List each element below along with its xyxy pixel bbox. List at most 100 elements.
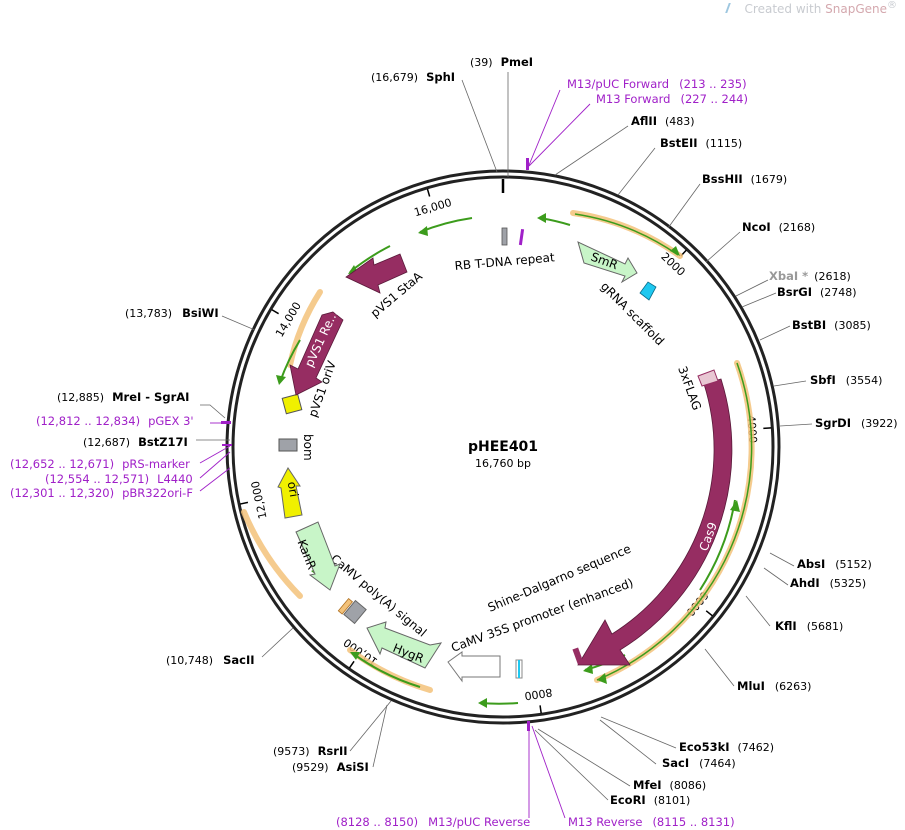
cas9-orf-line — [596, 362, 753, 681]
primer-range: (12,652 .. 12,671) — [10, 457, 114, 471]
site-pos: (7462) — [738, 741, 775, 754]
cas9-arrow — [577, 378, 733, 666]
tick-mark — [539, 705, 542, 714]
site-pos: (3085) — [834, 319, 871, 332]
flag-label: 3xFLAG — [675, 364, 704, 412]
bom-feature[interactable]: bom — [278, 434, 315, 461]
staa-feature[interactable]: pVS1 StaA — [345, 253, 426, 320]
primer-leader-lines — [199, 89, 591, 819]
site-ahdi[interactable]: AhdI(5325) — [790, 576, 866, 590]
tick-mark — [763, 427, 772, 430]
site-bsshii[interactable]: BssHII(1679) — [702, 172, 787, 186]
kanr-arrow — [295, 521, 341, 591]
site-sacii[interactable]: (10,748)SacII — [166, 653, 255, 667]
site-mlui[interactable]: MluI(6263) — [737, 679, 811, 693]
site-pos: (2748) — [820, 286, 857, 299]
site-absi[interactable]: AbsI (5152) — [797, 557, 872, 571]
leader-prs-marker — [199, 445, 231, 464]
site-sbfi[interactable]: SbfI(3554) — [810, 373, 882, 387]
site-pos: (9573) — [273, 745, 310, 758]
site-eco53ki[interactable]: Eco53kI(7462) — [679, 740, 774, 754]
grna-feature[interactable]: gRNA scaffold — [598, 279, 667, 348]
polya-block — [343, 599, 367, 625]
primer-l4440[interactable]: (12,554 .. 12,571)L4440 — [45, 472, 193, 486]
site-pos: (5681) — [807, 620, 844, 633]
m13-forward-marker — [526, 158, 529, 170]
site-mrei-sgrai[interactable]: (12,885)MreI - SgrAI — [57, 390, 189, 404]
leader-m13-forward — [528, 103, 591, 167]
site-xbai[interactable]: XbaI *(2618) — [769, 269, 851, 283]
primer-range: (227 .. 244) — [680, 92, 748, 106]
site-bsteii[interactable]: BstEII(1115) — [660, 136, 742, 150]
tick-mark — [239, 501, 249, 505]
primer-range: (213 .. 235) — [679, 77, 747, 91]
site-ecori[interactable]: EcoRI(8101) — [610, 793, 690, 807]
smr-feature[interactable]: SmR — [577, 241, 638, 284]
site-pos: (8086) — [670, 779, 707, 792]
site-pos: (2168) — [779, 221, 816, 234]
primer-m13-reverse[interactable]: M13 Reverse(8115 .. 8131) — [568, 815, 735, 829]
rep-feature[interactable]: pVS1 Re... — [289, 308, 344, 396]
site-ncoi[interactable]: NcoI(2168) — [742, 220, 815, 234]
ori-feature[interactable]: ori — [277, 467, 303, 519]
site-kfli[interactable]: KflI(5681) — [775, 619, 843, 633]
orf-hygr — [354, 654, 421, 688]
site-pos: (3922) — [861, 417, 898, 430]
site-saci[interactable]: SacI(7464) — [662, 756, 736, 770]
leader-l4440 — [199, 451, 231, 479]
plasmid-name: pHEE401 — [468, 439, 538, 455]
site-pos: (12,885) — [57, 391, 104, 404]
primer-m13-forward[interactable]: M13 Forward(227 .. 244) — [596, 92, 748, 106]
site-pos: (12,687) — [83, 436, 130, 449]
leader-pbr322ori — [199, 467, 231, 492]
site-bsrgi[interactable]: BsrGI(2748) — [777, 285, 857, 299]
site-pos: (7464) — [699, 757, 736, 770]
site-sphi[interactable]: (16,679)SphI — [371, 70, 455, 84]
site-pos: (3554) — [846, 374, 883, 387]
primer-name: pRS-marker — [122, 457, 190, 471]
primer-name: M13/pUC Forward — [567, 77, 669, 91]
site-pos: (39) — [470, 56, 493, 69]
site-labels: (39)PmeI (16,679)SphI AflII(483) BstEII(… — [57, 55, 898, 807]
watermark-prefix: Created with — [744, 2, 822, 16]
watermark-registered: ® — [887, 0, 897, 11]
site-bstbi[interactable]: BstBI (3085) — [792, 318, 871, 332]
plasmid-length: 16,760 bp — [475, 457, 531, 470]
tick-mark — [426, 188, 431, 197]
ori-label: ori — [285, 480, 301, 498]
site-name: BstZ17I — [138, 435, 188, 449]
site-pos: (5152) — [835, 558, 872, 571]
grna-label: gRNA scaffold — [598, 279, 667, 348]
flag-block — [697, 369, 719, 387]
rb-feature[interactable]: RB T-DNA repeat — [454, 227, 555, 273]
oriv-block — [281, 393, 303, 415]
sd-marker — [572, 647, 584, 665]
primer-range: (12,301 .. 12,320) — [10, 486, 114, 500]
site-mfei[interactable]: MfeI(8086) — [633, 778, 706, 792]
site-name: AhdI — [790, 576, 820, 590]
primer-pgex[interactable]: (12,812 .. 12,834)pGEX 3' — [36, 414, 194, 428]
tick-label: 16,000 — [413, 196, 454, 219]
site-asisi[interactable]: (9529)AsiSI — [292, 760, 369, 774]
primer-pbr322ori-f[interactable]: (12,301 .. 12,320)pBR322ori-F — [10, 486, 193, 500]
watermark-brand: SnapGene — [825, 2, 887, 16]
rb-label: RB T-DNA repeat — [454, 250, 555, 273]
primer-markers — [221, 158, 530, 731]
backbone-outer-circle — [225, 169, 781, 725]
site-name: EcoRI — [610, 793, 646, 807]
primer-name: M13 Reverse — [568, 815, 642, 829]
grna-block — [639, 281, 657, 301]
site-bsiwi[interactable]: (13,783)BsiWI — [125, 306, 219, 320]
tick-label: 8000 — [524, 686, 554, 703]
plasmid-title-group: pHEE401 16,760 bp — [468, 439, 538, 470]
primer-prs-marker[interactable]: (12,652 .. 12,671) pRS-marker — [10, 457, 190, 471]
site-pmei[interactable]: (39)PmeI — [470, 55, 533, 69]
primer-m13-puc-reverse[interactable]: (8128 .. 8150)M13/pUC Reverse — [336, 815, 530, 829]
primer-m13-puc-forward[interactable]: M13/pUC Forward (213 .. 235) — [567, 77, 747, 91]
site-sgrdi[interactable]: SgrDI(3922) — [815, 416, 898, 430]
site-name: AbsI — [797, 557, 825, 571]
site-name: BstBI — [792, 318, 826, 332]
site-rsrii[interactable]: (9573)RsrII — [273, 744, 348, 758]
site-bstz17i[interactable]: (12,687) BstZ17I — [83, 435, 188, 449]
site-aflii[interactable]: AflII(483) — [631, 114, 695, 128]
